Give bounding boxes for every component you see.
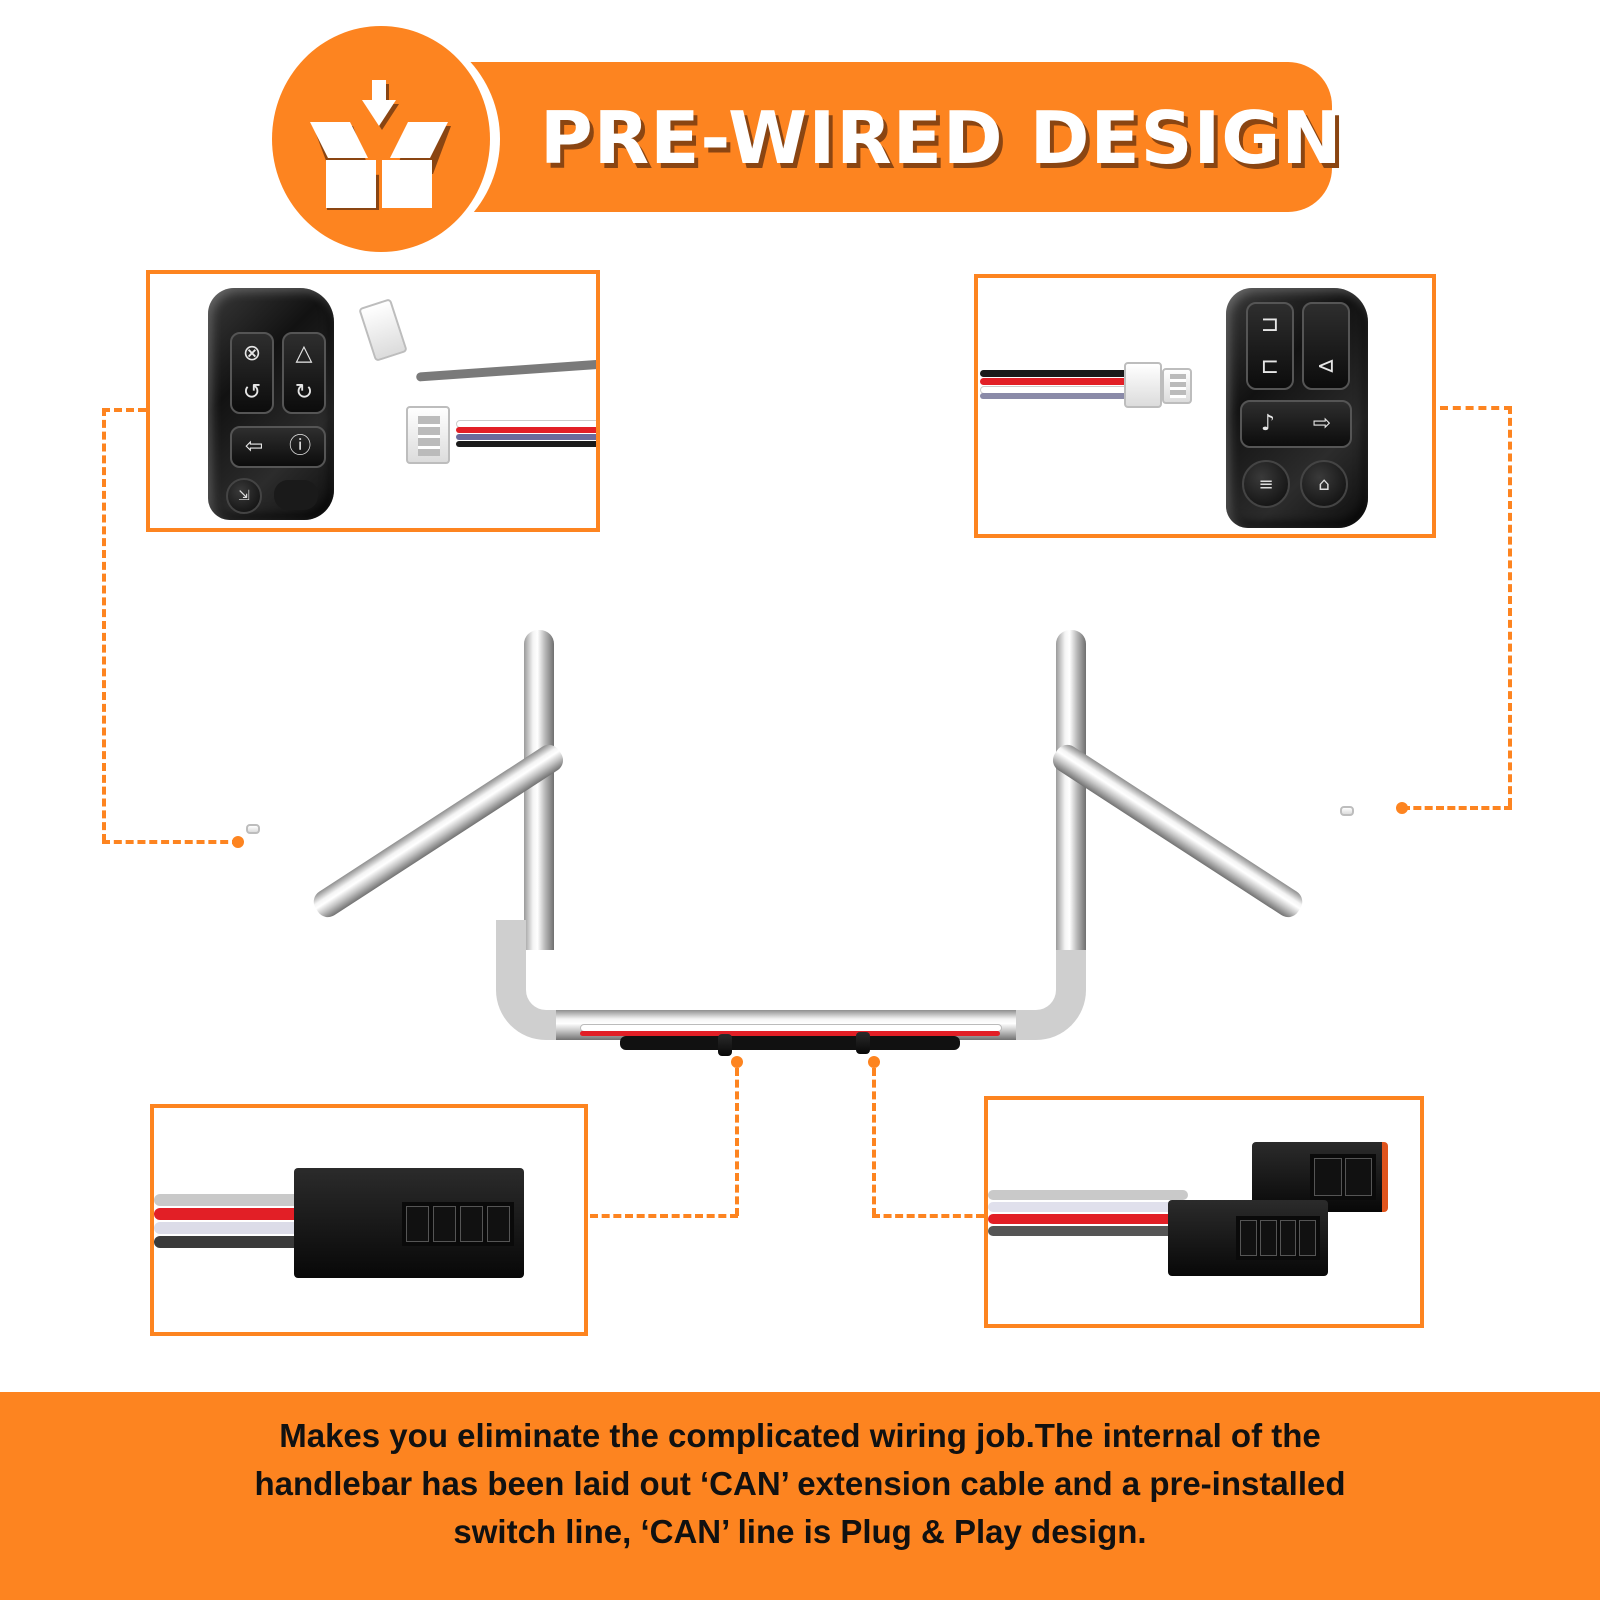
gray-wire	[415, 359, 596, 382]
leader-line-left-top	[102, 408, 146, 412]
right-riser-tube	[1056, 630, 1086, 950]
wire-bundle	[456, 420, 596, 450]
leader-line-right-bottom	[1402, 806, 1512, 810]
callout-box-left-switch: ⊗ ↺ △ ↻ ⇦ ⓘ ⇲	[146, 270, 600, 532]
can-connector-right	[856, 1032, 870, 1054]
hazard-triangle-icon: △	[295, 340, 313, 366]
leader-dot-right	[1396, 802, 1408, 814]
headlight-button: ⊐ ⊏	[1246, 302, 1294, 390]
home-joystick: ⌂	[1300, 460, 1348, 508]
info-icon: ⓘ	[289, 434, 312, 459]
leader-line-bottom-left-vertical	[735, 1068, 739, 1216]
white-plug-connector	[358, 298, 408, 362]
talk-turn-button: ♪ ⇨	[1240, 400, 1352, 448]
cruise-resume-icon: ↺	[242, 379, 262, 405]
right-grip-tube	[1048, 740, 1307, 922]
footer-banner	[0, 1392, 1600, 1600]
left-riser-tube	[524, 630, 554, 950]
blank-button	[274, 480, 318, 510]
can-connector-left	[718, 1034, 732, 1056]
page-title: PRE-WIRED DESIGN	[540, 96, 1343, 180]
black-can-plug	[1168, 1200, 1328, 1276]
hazard-set-button: △ ↻	[282, 332, 326, 414]
wire-bundle	[980, 370, 1132, 400]
right-turn-arrow-icon: ⇨	[1312, 411, 1332, 436]
black-can-connector	[294, 1168, 524, 1278]
right-switch-housing: ⊐ ⊏ ⊲ ♪ ⇨ ≡ ⌂	[1226, 288, 1368, 528]
white-plug-connector	[1124, 362, 1162, 408]
high-beam-icon: ⊐	[1260, 312, 1280, 337]
leader-line-right-top	[1440, 406, 1512, 410]
cruise-set-icon: ↻	[294, 379, 314, 405]
footer-line-3: switch line, ‘CAN’ line is Plug & Play d…	[453, 1513, 1147, 1550]
handlebar-product-image	[240, 620, 1360, 1080]
joystick-knob: ⇲	[226, 478, 262, 514]
white-socket-connector	[406, 406, 450, 464]
left-turn-arrow-icon: ⇦	[244, 434, 264, 459]
wire-bundle	[154, 1194, 314, 1254]
callout-box-can-connector-left	[150, 1104, 588, 1336]
menu-icon: ≡	[1258, 473, 1274, 495]
leader-line-bottom-right-vertical	[872, 1068, 876, 1216]
leader-line-bottom-left-horizontal	[590, 1214, 738, 1218]
leader-dot-bottom-left	[731, 1056, 743, 1068]
leader-line-left-bottom	[102, 840, 240, 844]
cruise-button: ⊗ ↺	[230, 332, 274, 414]
white-socket-connector	[1162, 368, 1192, 404]
menu-rocker: ≡	[1242, 460, 1290, 508]
open-box-download-icon	[310, 80, 451, 210]
footer-line-2: handlebar has been laid out ‘CAN’ extens…	[254, 1465, 1346, 1502]
low-beam-icon: ⊏	[1260, 354, 1280, 379]
turn-info-button: ⇦ ⓘ	[230, 426, 326, 468]
left-switch-housing: ⊗ ↺ △ ↻ ⇦ ⓘ ⇲	[208, 288, 334, 520]
left-wire-tail-plug	[246, 824, 260, 834]
leader-dot-bottom-right	[868, 1056, 880, 1068]
leader-dot-left	[232, 836, 244, 848]
push-to-talk-icon: ♪	[1260, 411, 1275, 436]
home-icon: ⌂	[1318, 473, 1330, 495]
leader-line-left-vertical	[102, 408, 106, 842]
title-banner	[470, 62, 1332, 212]
cruise-cancel-icon: ⊗	[242, 340, 262, 366]
icon-circle	[272, 26, 490, 252]
wire-bundle	[988, 1190, 1188, 1240]
leader-line-right-vertical	[1508, 406, 1512, 806]
footer-line-1: Makes you eliminate the complicated wiri…	[279, 1417, 1321, 1454]
horn-button: ⊲	[1302, 302, 1350, 390]
footer-description: Makes you eliminate the complicated wiri…	[120, 1412, 1480, 1556]
leader-line-bottom-right-horizontal	[872, 1214, 984, 1218]
crossbar-wiring	[580, 1024, 1002, 1056]
horn-icon: ⊲	[1316, 354, 1336, 379]
callout-box-right-switch: ⊐ ⊏ ⊲ ♪ ⇨ ≡ ⌂	[974, 274, 1436, 538]
joystick-icon: ⇲	[238, 488, 250, 504]
callout-box-can-connector-right	[984, 1096, 1424, 1328]
right-wire-tail-plug	[1340, 806, 1354, 816]
